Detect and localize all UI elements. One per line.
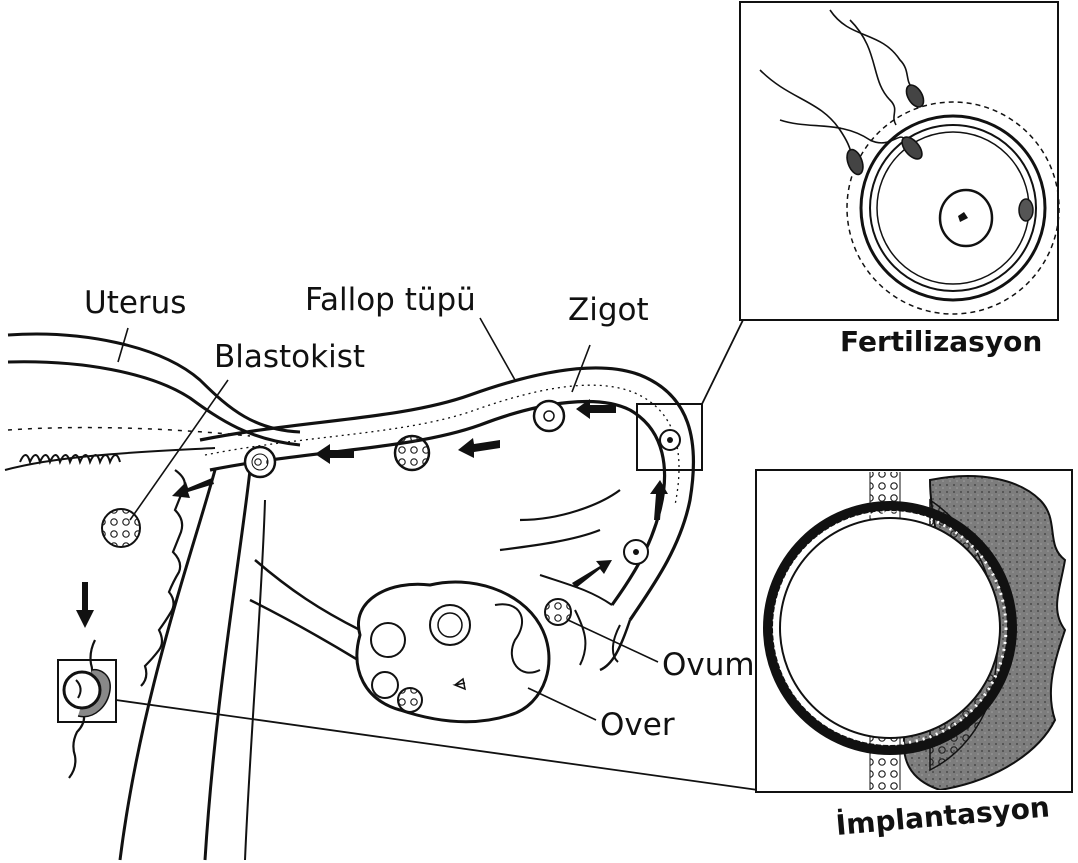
implantation-inset — [756, 470, 1072, 795]
early-blastocyst-cell — [245, 447, 275, 477]
ovum-label: Ovum — [662, 650, 755, 681]
arrow-icon — [458, 438, 500, 458]
arrow-icon — [315, 444, 354, 464]
migration-arrows — [76, 399, 668, 628]
zygote-cell — [534, 401, 564, 431]
uterus — [5, 334, 360, 860]
blastocyst-label: Blastokist — [214, 342, 365, 373]
morula-cell — [395, 436, 429, 470]
fertilization-inset — [740, 2, 1059, 320]
ovary-label: Over — [600, 710, 675, 741]
ovary — [357, 582, 549, 722]
fallopian-tube-label: Fallop tüpü — [305, 285, 476, 316]
oocyte-in-tube — [624, 540, 648, 564]
arrow-icon — [76, 582, 94, 628]
fertilization-caption: Fertilizasyon — [840, 328, 1042, 356]
ovum-cell — [545, 599, 571, 625]
implantation-site — [58, 660, 116, 722]
zygote-label: Zigot — [568, 295, 649, 326]
fertilized-egg — [660, 430, 680, 450]
arrow-icon — [572, 560, 612, 588]
uterus-label: Uterus — [84, 288, 186, 319]
